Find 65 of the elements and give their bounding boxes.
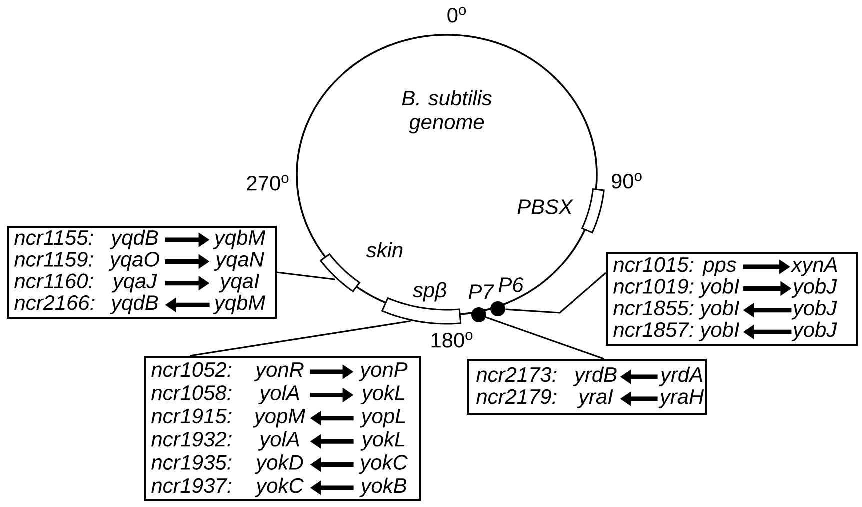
gene-label: yqaJ bbox=[112, 274, 158, 293]
gene-label: yonP bbox=[358, 362, 408, 382]
ncrna-label: ncr1857: bbox=[614, 322, 694, 338]
gene-label: yokC bbox=[358, 454, 408, 474]
gene-label: yobJ bbox=[792, 300, 838, 320]
gene-label: yokB bbox=[360, 478, 407, 498]
gene-label: yobJ bbox=[792, 278, 838, 298]
ncrna-label: ncr1019: bbox=[614, 279, 694, 294]
gene-label: yonR bbox=[254, 362, 304, 382]
ncrna-label: ncr1160: bbox=[14, 274, 94, 289]
gene-label: yobI bbox=[699, 278, 740, 298]
table-box bbox=[467, 359, 707, 415]
ncrna-label: ncr1935: bbox=[152, 455, 232, 470]
ncrna-label: ncr1052: bbox=[152, 362, 232, 378]
leader-line bbox=[276, 272, 336, 280]
ncrna-label: ncr1058: bbox=[152, 386, 232, 400]
degree-label: 270$^{o}$ bbox=[247, 175, 289, 191]
table-box bbox=[7, 226, 277, 319]
gene-label: yolA bbox=[258, 431, 300, 451]
gene-label: xynA bbox=[790, 258, 838, 276]
gene-label: yobI bbox=[699, 322, 740, 342]
ncrna-label: ncr1159: bbox=[14, 252, 94, 267]
node-label: P6 bbox=[498, 278, 524, 292]
ncrna-label: ncr1855: bbox=[614, 300, 694, 316]
table-box bbox=[606, 252, 858, 346]
gene-label: pps bbox=[702, 260, 736, 276]
degree-label: 90$^{o}$ bbox=[612, 173, 642, 189]
gene-label: yqdB bbox=[110, 294, 158, 314]
gene-label: yobJ bbox=[792, 322, 838, 342]
node-label: PBSX bbox=[518, 200, 574, 214]
leader-line bbox=[190, 320, 411, 357]
gene-label: yopM bbox=[253, 409, 306, 428]
gene-label: yokD bbox=[254, 454, 304, 474]
ncrna-label: ncr1932: bbox=[152, 432, 232, 447]
gene-label: yolA bbox=[258, 385, 300, 405]
ncrna-label: ncr1915: bbox=[152, 408, 232, 424]
gene-label: yqbM bbox=[213, 294, 266, 314]
ncrna-label: ncr2179: bbox=[476, 389, 557, 404]
degree-label: 0$^{o}$ bbox=[448, 7, 466, 23]
gene-label: yqdB bbox=[110, 230, 158, 250]
gene-label: yraI bbox=[577, 390, 614, 408]
node-label: P7 bbox=[468, 284, 494, 300]
ncrna-label: ncr2173: bbox=[476, 367, 557, 382]
table-box bbox=[144, 356, 421, 501]
leader-line bbox=[506, 272, 607, 314]
gene-label: yobI bbox=[699, 300, 740, 320]
leader-line bbox=[486, 316, 604, 360]
gene-label: yqaI bbox=[219, 274, 260, 293]
node-label: spβ bbox=[413, 282, 447, 302]
gene-label: yokC bbox=[254, 478, 304, 498]
gene-label: yokL bbox=[360, 431, 405, 451]
gene-label: yqbM bbox=[213, 230, 266, 250]
ncrna-label: ncr1155: bbox=[14, 230, 94, 246]
ncrna-label: ncr1937: bbox=[152, 478, 232, 494]
gene-label: yraH bbox=[658, 390, 704, 408]
node-label: skin bbox=[366, 242, 403, 258]
gene-label: yokL bbox=[360, 385, 405, 405]
gene-label: yopL bbox=[360, 409, 406, 428]
ncrna-label: ncr2166: bbox=[14, 295, 95, 310]
gene-label: yqaN bbox=[214, 252, 264, 272]
gene-label: yrdA bbox=[659, 366, 702, 386]
degree-label: 180$^{o}$ bbox=[432, 332, 473, 348]
gene-label: yqaO bbox=[108, 252, 160, 272]
ncrna-label: ncr1015: bbox=[614, 257, 694, 272]
gene-label: yrdB bbox=[573, 366, 617, 386]
